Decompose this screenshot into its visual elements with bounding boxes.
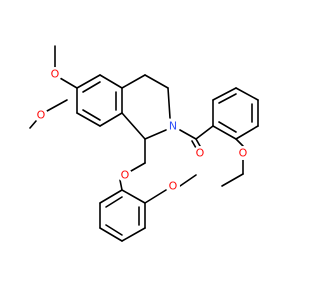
bond-ring-b-4 bbox=[121, 112, 146, 140]
bond-ring-a-1 bbox=[76, 74, 101, 89]
bond-ring-c-3 bbox=[235, 87, 259, 101]
bond-o-aryl bbox=[119, 179, 123, 191]
atom-nitrogen-ring: N bbox=[166, 119, 180, 133]
atom-oxygen-methoxy-phenyl: O bbox=[166, 179, 180, 193]
atom-oxygen-ethoxy: O bbox=[236, 146, 250, 160]
bond-n-carbonyl bbox=[179, 129, 197, 140]
bond-ring-c-6 bbox=[212, 125, 237, 140]
bond-methyl-o-left bbox=[29, 120, 37, 129]
bond-ring-d-inner-2 bbox=[105, 224, 123, 236]
bond-ring-a-5 bbox=[76, 112, 101, 127]
bond-layer bbox=[29, 45, 259, 242]
atom-label-o-ethoxy: O bbox=[239, 147, 248, 160]
bond-o-methyl bbox=[179, 174, 197, 187]
atom-oxygen-methoxy-top: O bbox=[48, 67, 62, 81]
atom-label-o-methoxy-left: O bbox=[37, 109, 46, 122]
bond-carbonyl-o bbox=[195, 138, 201, 147]
atom-label-o-methoxy-top: O bbox=[51, 68, 60, 81]
bond-ring-a-inner-1 bbox=[82, 81, 101, 93]
atom-layer: O O N O O bbox=[34, 67, 250, 193]
bond-ring-b-3 bbox=[167, 87, 171, 119]
atom-label-n-ring: N bbox=[169, 120, 177, 133]
bond-ring-c-inner-1 bbox=[218, 93, 237, 104]
atom-label-o-methoxy-phenyl: O bbox=[169, 180, 178, 193]
bond-ring-c-inner-3 bbox=[218, 121, 237, 133]
bond-ring-a-4 bbox=[99, 112, 123, 127]
atom-oxygen-ether: O bbox=[118, 168, 132, 182]
atom-label-o-ether: O bbox=[121, 169, 130, 182]
bond-ring-a-2 bbox=[99, 74, 123, 89]
bond-ring-c-2 bbox=[212, 87, 237, 101]
bond-n-c1 bbox=[144, 129, 167, 140]
bond-ethyl-2 bbox=[221, 173, 244, 187]
bond-ch2-o bbox=[130, 162, 146, 172]
bond-ring-b-2 bbox=[144, 74, 169, 89]
bond-ring-d-inner-3 bbox=[105, 196, 123, 208]
bond-ring-b-1 bbox=[121, 74, 146, 89]
bond-carbonyl-o-double bbox=[191, 140, 197, 149]
bond-ring-d-6 bbox=[99, 189, 123, 204]
bond-o-top-ring bbox=[59, 77, 78, 89]
bond-o-left-ring bbox=[46, 99, 68, 112]
atom-oxygen-carbonyl: O bbox=[193, 146, 207, 160]
bond-ring-d-3 bbox=[121, 227, 146, 242]
molecule-canvas: O O N O O bbox=[29, 45, 259, 242]
structure-drawing: O O N O O bbox=[29, 45, 259, 242]
bond-carbonyl-aryl bbox=[195, 125, 214, 140]
atom-label-o-carbonyl: O bbox=[196, 147, 205, 160]
atom-oxygen-methoxy-left: O bbox=[34, 108, 48, 122]
bond-ring-d-1 bbox=[121, 189, 146, 204]
bond-ring-o-methoxy bbox=[144, 189, 167, 204]
bond-ring-c-5 bbox=[235, 125, 259, 140]
bond-ring-o-ethoxy bbox=[235, 138, 244, 147]
bond-ring-d-4 bbox=[99, 227, 123, 242]
bond-ring-a-inner-3 bbox=[82, 109, 101, 121]
